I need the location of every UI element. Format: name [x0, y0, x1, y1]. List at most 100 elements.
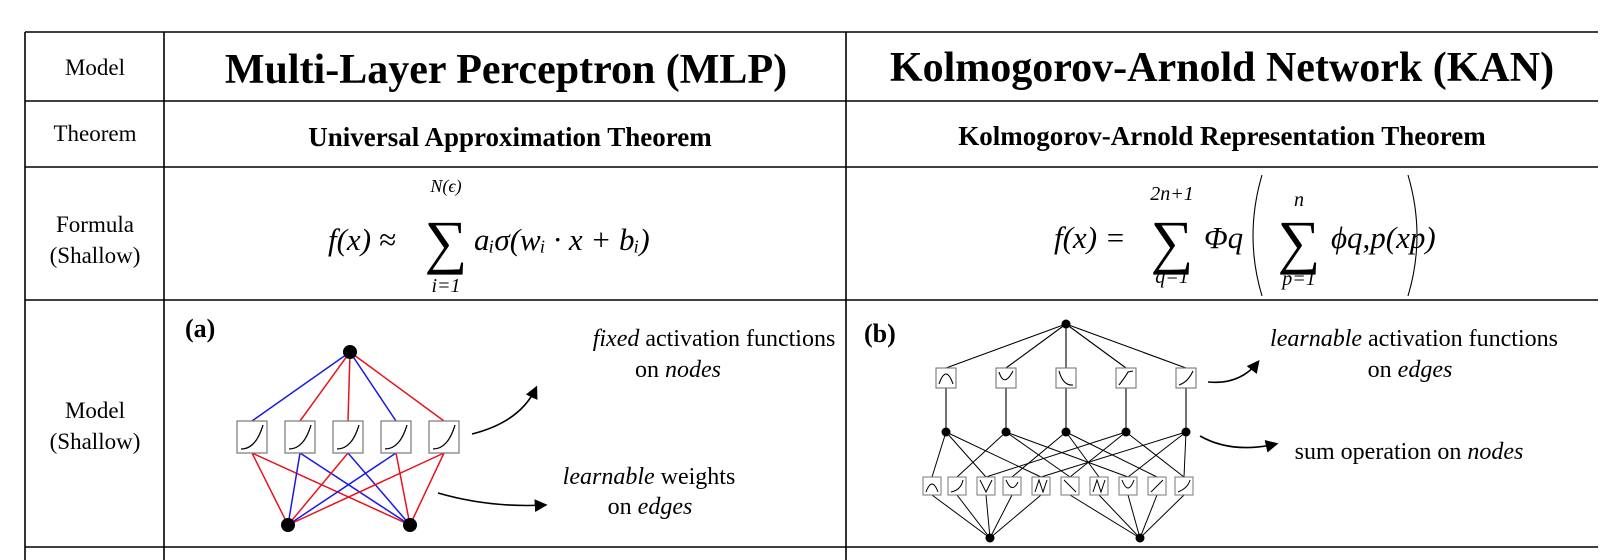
kan-edge-input: [956, 494, 991, 539]
kan-input-activation-box: [947, 476, 967, 496]
kan-edge-inner: [1183, 431, 1187, 478]
mlp-input-node: [281, 518, 295, 532]
kan-activation-curve: [998, 370, 1014, 381]
kan-input-node: [1135, 533, 1145, 543]
kan-edge-inner: [1127, 431, 1187, 478]
kan-title: Kolmogorov-Arnold Network (KAN): [890, 45, 1554, 91]
kan-input-activation-box: [1174, 476, 1194, 496]
kan-edge-inner: [945, 431, 1042, 478]
mlp-theorem: Universal Approximation Theorem: [308, 122, 712, 152]
mlp-sum-symbol: ∑: [425, 209, 468, 275]
mlp-output-node: [343, 345, 357, 359]
kan-input-node: [985, 533, 995, 543]
kan-edge-inner: [956, 431, 1007, 478]
kan-diagram: [922, 319, 1197, 543]
kan-activation-curve: [938, 373, 954, 385]
kan-input-activation-box: [976, 476, 996, 496]
kan-sum-node: [1001, 427, 1011, 437]
mlp-edge-top: [299, 351, 351, 422]
kan-theorem: Kolmogorov-Arnold Representation Theorem: [958, 121, 1486, 151]
kan-edge-outer: [1065, 323, 1127, 369]
kan-edge-annotation-line1: learnable activation functions: [1270, 326, 1558, 352]
kan-edge-inner: [945, 431, 987, 478]
kan-edge-input: [1139, 494, 1185, 539]
kan-outer-sum-upper: 2n+1: [1150, 183, 1194, 205]
kan-sum-node: [1181, 427, 1191, 437]
kan-node-arrow: [1199, 435, 1279, 453]
kan-right-paren: [1407, 174, 1418, 297]
kan-edge-inner: [985, 431, 1127, 478]
mlp-input-node: [403, 518, 417, 532]
row-label-formula-shallow: (Shallow): [50, 243, 141, 268]
mlp-edge-arrow: [437, 492, 548, 512]
kan-edge-outer: [1005, 323, 1067, 369]
kan-outer-sum-symbol: ∑: [1151, 209, 1194, 275]
mlp-edge-top: [349, 351, 397, 422]
kan-formula-lhs: f(x) =: [1054, 220, 1126, 255]
row-label-model: Model: [65, 55, 125, 80]
kan-input-activation-curve: [925, 483, 939, 493]
mlp-panel-label: (a): [185, 314, 215, 343]
mlp-node-annotation-line2: on nodes: [635, 357, 721, 383]
kan-edge-inner: [1005, 431, 1129, 478]
kan-input-activation-curve: [1150, 479, 1164, 493]
kan-activation-curve: [1178, 370, 1194, 386]
kan-input-activation-curve: [1063, 479, 1077, 493]
kan-inner-sum-lower: p=1: [1280, 268, 1316, 290]
kan-input-activation-curve: [1177, 479, 1191, 493]
mlp-activation-curve: [384, 424, 408, 450]
kan-edge-input: [989, 494, 1042, 539]
mlp-edge-top: [349, 351, 445, 422]
kan-input-activation-box: [1002, 476, 1022, 496]
kan-edge-input: [1139, 494, 1158, 539]
kan-sum-node: [1061, 427, 1071, 437]
kan-formula: f(x) = 2n+1 ∑ q=1 Φq n ∑ p=1 ϕq,p(xp): [1054, 174, 1436, 297]
kan-edge-inner: [1011, 431, 1067, 478]
kan-edge-inner: [1065, 431, 1158, 478]
kan-edge-input: [1069, 494, 1141, 539]
row-label-model-shallow-2: (Shallow): [50, 429, 141, 454]
kan-edge-input: [985, 494, 991, 539]
kan-input-activation-curve: [1005, 479, 1019, 488]
mlp-activation-curve: [240, 424, 264, 450]
kan-input-activation-box: [1118, 476, 1138, 496]
kan-edge-input: [1098, 494, 1141, 539]
mlp-formula: f(x) ≈ N(ϵ) ∑ i=1 aᵢσ(wᵢ · x + bᵢ): [328, 176, 650, 297]
mlp-edge-bottom: [287, 452, 445, 526]
kan-sum-node: [941, 427, 951, 437]
kan-activation-curve: [1118, 370, 1134, 386]
kan-edge-annotation-line2: on edges: [1368, 357, 1453, 383]
mlp-edge-bottom: [251, 452, 411, 526]
kan-input-activation-curve: [1121, 479, 1135, 489]
kan-edge-arrow: [1207, 359, 1260, 384]
kan-panel-label: (b): [864, 319, 896, 348]
mlp-activation-curve: [432, 424, 456, 450]
table-grid: [24, 31, 1598, 560]
mlp-edge-bottom: [409, 452, 445, 526]
mlp-edge-bottom: [347, 452, 411, 526]
kan-input-activation-curve: [979, 479, 993, 494]
kan-activation-box: [1175, 367, 1197, 389]
kan-input-activation-curve: [1034, 478, 1048, 494]
kan-edge-inner: [1069, 431, 1127, 478]
mlp-activation-curve: [336, 424, 360, 450]
kan-output-node: [1061, 319, 1071, 329]
mlp-sum-lower: i=1: [431, 275, 460, 297]
kan-edge-inner: [931, 431, 947, 478]
kan-activation-box: [995, 367, 1017, 389]
kan-edge-inner: [1040, 431, 1187, 478]
kan-input-activation-box: [922, 476, 942, 496]
kan-outer-fn: Φq: [1204, 220, 1243, 255]
kan-input-activation-curve: [950, 479, 964, 493]
kan-outer-sum-lower: q=1: [1155, 266, 1189, 288]
kan-edge-outer: [945, 323, 1067, 369]
kan-left-paren: [1252, 174, 1263, 297]
mlp-activation-curve: [288, 424, 312, 450]
kan-edge-input: [989, 494, 1013, 539]
kan-edge-outer: [1065, 323, 1187, 369]
kan-edge-inner: [1125, 431, 1185, 478]
kan-activation-curve: [1058, 370, 1074, 386]
mlp-edge-bottom: [299, 452, 411, 526]
mlp-node-arrow: [471, 385, 538, 435]
kan-activation-box: [1055, 367, 1077, 389]
